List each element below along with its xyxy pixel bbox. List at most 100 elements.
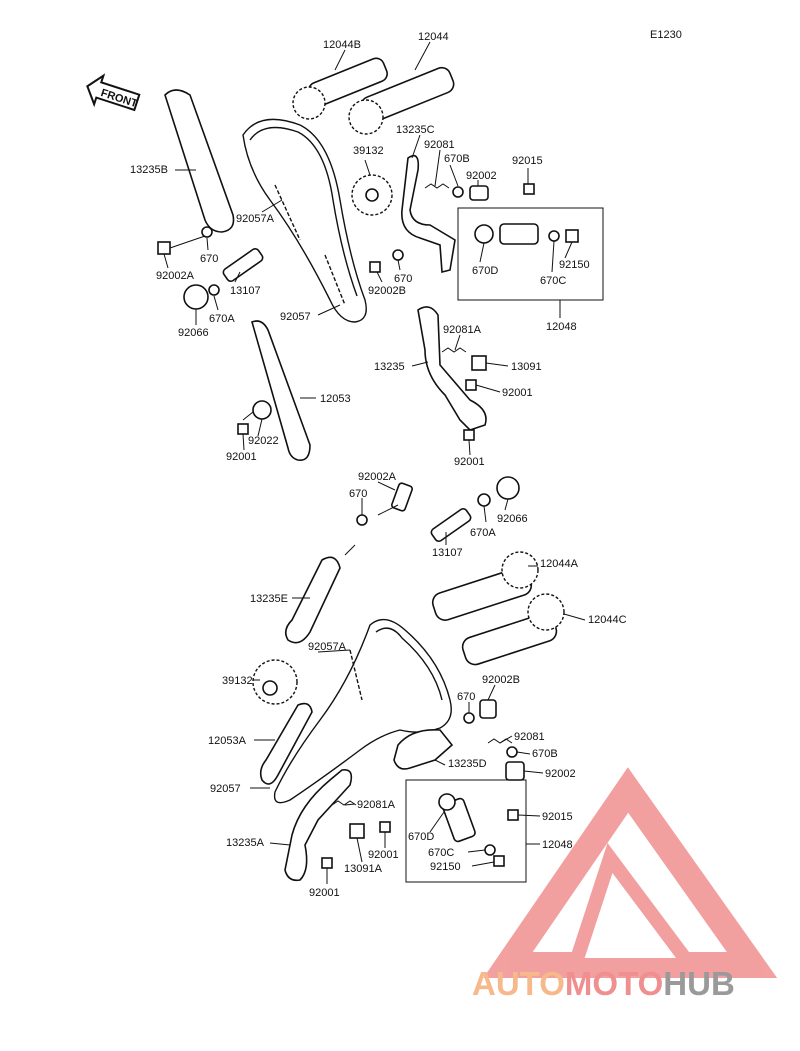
label-92081-top: 92081 bbox=[424, 139, 455, 151]
label-670-top-mid: 670 bbox=[394, 273, 412, 285]
oring-670B-bottom bbox=[506, 746, 518, 758]
label-39132-top: 39132 bbox=[353, 145, 384, 157]
label-92150-bottom: 92150 bbox=[430, 861, 461, 873]
label-92002-top: 92002 bbox=[466, 170, 497, 182]
diagram-code: E1230 bbox=[650, 29, 682, 41]
label-13235C: 13235C bbox=[396, 124, 435, 136]
label-92057-bottom: 92057 bbox=[210, 783, 241, 795]
camshaft-12044C bbox=[461, 593, 565, 666]
bolt-92002A-bottom bbox=[377, 482, 413, 516]
label-92022: 92022 bbox=[248, 435, 279, 447]
label-12048-top: 12048 bbox=[546, 321, 577, 333]
front-arrow-icon: FRONT bbox=[86, 73, 141, 112]
label-92057A-top: 92057A bbox=[236, 213, 275, 225]
bolt-92015-bottom bbox=[507, 809, 519, 821]
tensioner-box-12048-top bbox=[457, 207, 604, 301]
label-92001-top-left: 92001 bbox=[226, 451, 257, 463]
label-670C-bottom: 670C bbox=[428, 847, 454, 859]
bolt-92001-top-left bbox=[237, 423, 249, 435]
gasket-670D-bottom bbox=[438, 793, 456, 811]
label-12044C: 12044C bbox=[588, 614, 627, 626]
part-labels: 12044B 12044 13235B 13235C 92081 670B 92… bbox=[130, 31, 627, 899]
cam-chain-top bbox=[242, 118, 367, 323]
plug-92002-bottom bbox=[505, 761, 525, 781]
label-92002B-top: 92002B bbox=[368, 285, 406, 297]
leader-lines bbox=[163, 41, 586, 884]
label-39132-bottom: 39132 bbox=[222, 675, 253, 687]
chain-guide-12053A bbox=[259, 702, 313, 785]
tensioner-12048-top bbox=[499, 223, 539, 245]
label-92057A-bottom: 92057A bbox=[308, 641, 347, 653]
idler-sprocket-39132-bottom bbox=[252, 659, 298, 705]
gasket-670D-top bbox=[474, 224, 494, 244]
label-13235A: 13235A bbox=[226, 837, 265, 849]
label-92001-top-right: 92001 bbox=[502, 387, 533, 399]
oring-670A-top bbox=[208, 284, 220, 296]
bolt-92001-top-right bbox=[465, 379, 477, 391]
label-92002B-bottom: 92002B bbox=[482, 674, 520, 686]
bolt-92015-top bbox=[523, 183, 535, 195]
label-92001-bottom-mid: 92001 bbox=[368, 849, 399, 861]
spring-92081-bottom bbox=[487, 738, 513, 744]
oring-670C-bottom bbox=[484, 844, 496, 856]
label-13107-bottom: 13107 bbox=[432, 547, 463, 559]
label-670C-top: 670C bbox=[540, 275, 566, 287]
label-92066-top: 92066 bbox=[178, 327, 209, 339]
label-13235E: 13235E bbox=[250, 593, 288, 605]
label-670A-top: 670A bbox=[209, 313, 235, 325]
plug-92002-top bbox=[469, 185, 489, 201]
oring-670-top-mid bbox=[392, 249, 404, 261]
label-92001-bottom-left: 92001 bbox=[309, 887, 340, 899]
tensioner-arm-13235A bbox=[284, 768, 353, 882]
watermark-auto: AUTO bbox=[472, 965, 565, 1002]
spring-92081A-bottom bbox=[331, 800, 357, 806]
oring-670-bottom2 bbox=[463, 712, 475, 724]
oring-670B-top bbox=[452, 186, 464, 198]
shaft-13107-bottom bbox=[430, 507, 472, 543]
label-92001-top-right2: 92001 bbox=[454, 456, 485, 468]
bolt-92001-top-right2 bbox=[463, 429, 475, 441]
svg-text:AUTOMOTOHUB: AUTOMOTOHUB bbox=[472, 965, 735, 1002]
oring-670-bottom bbox=[356, 514, 368, 526]
label-92015-top: 92015 bbox=[512, 155, 543, 167]
label-92002A-top: 92002A bbox=[156, 270, 195, 282]
label-92081-bottom: 92081 bbox=[514, 731, 545, 743]
shaft-13107-top bbox=[222, 247, 264, 283]
tensioner-arm-13235 bbox=[417, 306, 487, 431]
label-12044: 12044 bbox=[418, 31, 449, 43]
oring-670-top-left bbox=[201, 226, 213, 238]
bolt-92001-bottom-left bbox=[321, 857, 333, 869]
camshaft-12044A bbox=[431, 551, 539, 621]
chain-guide-13235B bbox=[164, 89, 235, 233]
label-670D-top: 670D bbox=[472, 265, 498, 277]
chain-guide-13235E bbox=[284, 556, 341, 644]
bolt-92002B-top bbox=[369, 261, 381, 273]
plate-13091A bbox=[349, 823, 365, 839]
label-12053A: 12053A bbox=[208, 735, 247, 747]
label-12044B: 12044B bbox=[323, 39, 361, 51]
automotohub-logo-icon bbox=[483, 767, 778, 978]
cap-92066-top bbox=[183, 284, 209, 310]
label-670-bottom2: 670 bbox=[457, 691, 475, 703]
label-92057-top: 92057 bbox=[280, 311, 311, 323]
label-92066-bottom: 92066 bbox=[497, 513, 528, 525]
watermark-brand: AUTOMOTOHUB bbox=[472, 965, 735, 1002]
camshaft-12044 bbox=[348, 66, 455, 135]
label-13091A: 13091A bbox=[344, 863, 383, 875]
watermark-hub: HUB bbox=[663, 965, 735, 1002]
label-13235: 13235 bbox=[374, 361, 405, 373]
label-670A-bottom: 670A bbox=[470, 527, 496, 539]
spring-92081-top bbox=[424, 183, 450, 189]
label-92002A-bottom: 92002A bbox=[358, 471, 397, 483]
label-670-bottom: 670 bbox=[349, 488, 367, 500]
oring-670A-bottom bbox=[477, 493, 491, 507]
label-13235D: 13235D bbox=[448, 758, 487, 770]
label-670B-bottom: 670B bbox=[532, 748, 558, 760]
label-92081A-bottom: 92081A bbox=[357, 799, 396, 811]
chain-guide-12053 bbox=[251, 320, 311, 462]
label-12048-bottom: 12048 bbox=[542, 839, 573, 851]
plate-13091 bbox=[471, 355, 487, 371]
label-92081A-top: 92081A bbox=[443, 324, 482, 336]
